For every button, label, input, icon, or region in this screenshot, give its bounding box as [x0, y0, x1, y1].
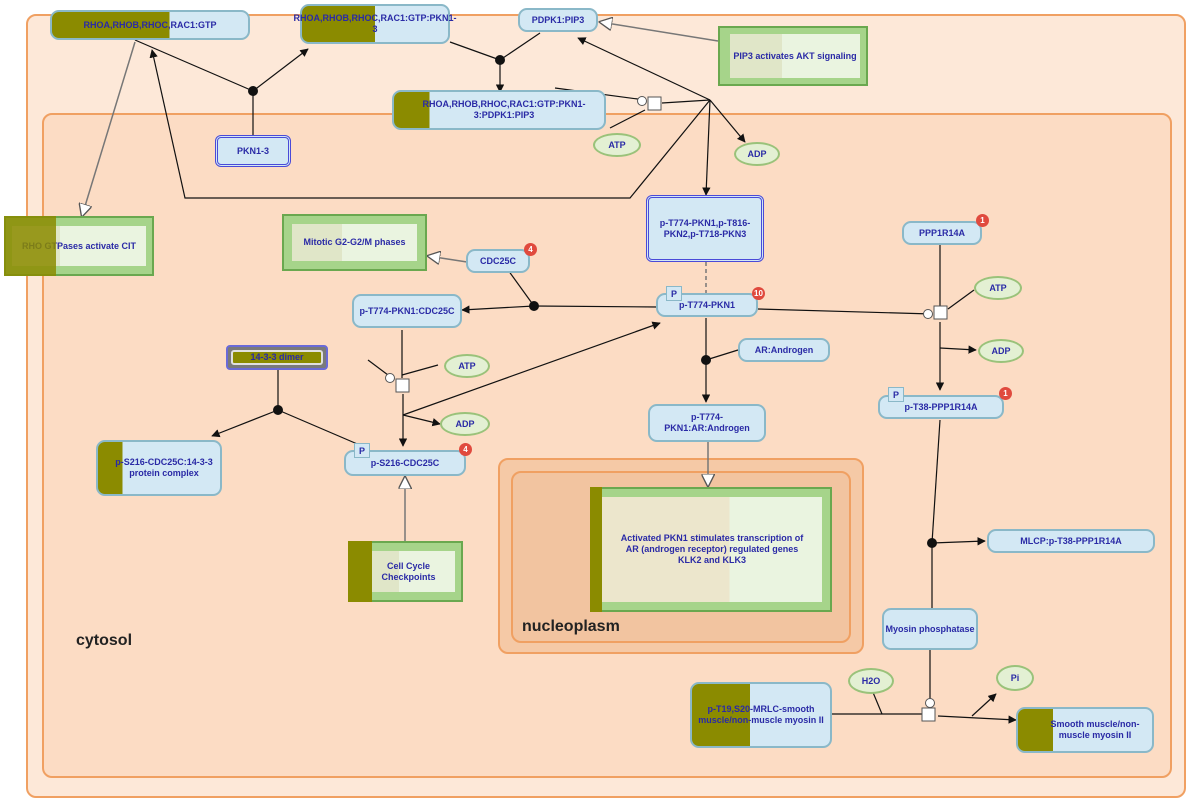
- node-adp2[interactable]: ADP: [440, 412, 490, 436]
- pathway-mitotic-label: Mitotic G2-G2/M phases: [303, 237, 406, 247]
- node-rho-pkn-pdpk-label: RHOA,RHOB,RHOC,RAC1:GTP:PKN1-3:PDPK1:PIP…: [422, 99, 586, 120]
- badge-ppp1r14a: 1: [976, 214, 989, 227]
- node-h2o-label: H2O: [861, 675, 881, 686]
- phospho-pt38: P: [888, 387, 904, 402]
- node-ps216-complex[interactable]: p-S216-CDC25C:14-3-3 protein complex: [96, 440, 222, 496]
- nucleoplasm-label: nucleoplasm: [522, 618, 620, 635]
- pathway-activated-pkn1[interactable]: Activated PKN1 stimulates transcription …: [590, 487, 832, 612]
- node-h2o[interactable]: H2O: [848, 668, 894, 694]
- node-pkn13[interactable]: PKN1-3: [215, 135, 291, 167]
- node-pdpk1[interactable]: PDPK1:PIP3: [518, 8, 598, 32]
- node-myosin-phos-label: Myosin phosphatase: [885, 623, 975, 634]
- node-dimer[interactable]: 14-3-3 dimer: [226, 345, 328, 370]
- node-pkn13-label: PKN1-3: [236, 145, 269, 156]
- pathway-activated-pkn1-stripe: [590, 487, 602, 612]
- node-smooth-label: Smooth muscle/non-muscle myosin II: [1050, 719, 1140, 740]
- pathway-rho-cit-label: RHO GTPases activate CIT: [21, 240, 137, 251]
- node-pt38-label: p-T38-PPP1R14A: [904, 401, 978, 412]
- node-mlcp[interactable]: MLCP:p-T38-PPP1R14A: [987, 529, 1155, 553]
- node-rho-pkn[interactable]: RHOA,RHOB,RHOC,RAC1:GTP:PKN1-3: [294, 4, 457, 44]
- node-adp1[interactable]: ADP: [734, 142, 780, 166]
- node-mrlc[interactable]: p-T19,S20-MRLC-smooth muscle/non-muscle …: [690, 682, 832, 748]
- node-pkn-set-label: p-T774-PKN1,p-T816-PKN2,p-T718-PKN3: [659, 217, 751, 239]
- pathway-pip3[interactable]: PIP3 activates AKT signaling: [718, 26, 868, 86]
- node-ps216-label: p-S216-CDC25C: [370, 457, 440, 468]
- node-rho-pkn-label: RHOA,RHOB,RHOC,RAC1:GTP:PKN1-3: [293, 13, 457, 34]
- pathway-checkpoints-stripe: [348, 541, 372, 602]
- node-rho-gtp-label: RHOA,RHOB,RHOC,RAC1:GTP: [83, 19, 217, 30]
- node-cdc25c[interactable]: CDC25C: [466, 249, 530, 273]
- node-atp1[interactable]: ATP: [593, 133, 641, 157]
- node-pi[interactable]: Pi: [996, 665, 1034, 691]
- node-pkn-ar-label: p-T774-PKN1:AR:Androgen: [664, 412, 750, 433]
- node-ppp1r14a[interactable]: PPP1R14A: [902, 221, 982, 245]
- node-ppp1r14a-label: PPP1R14A: [918, 227, 966, 238]
- node-pkn-ar[interactable]: p-T774-PKN1:AR:Androgen: [648, 404, 766, 442]
- node-atp4-label: ATP: [989, 282, 1007, 293]
- node-rho-pkn-pdpk[interactable]: RHOA,RHOB,RHOC,RAC1:GTP:PKN1-3:PDPK1:PIP…: [392, 90, 606, 130]
- phospho-ps216: P: [354, 443, 370, 458]
- pathway-pip3-label: PIP3 activates AKT signaling: [733, 50, 857, 61]
- node-mrlc-label: p-T19,S20-MRLC-smooth muscle/non-muscle …: [698, 704, 824, 725]
- node-atp4[interactable]: ATP: [974, 276, 1022, 300]
- node-dimer-label: 14-3-3 dimer: [250, 352, 304, 362]
- pathway-mitotic[interactable]: Mitotic G2-G2/M phases: [282, 214, 427, 271]
- badge-cdc25c: 4: [524, 243, 537, 256]
- node-rho-gtp[interactable]: RHOA,RHOB,RHOC,RAC1:GTP: [50, 10, 250, 40]
- phospho-ptpkn1: P: [666, 286, 682, 301]
- node-adp1-label: ADP: [747, 148, 767, 159]
- node-ptpkn-cdc[interactable]: p-T774-PKN1:CDC25C: [352, 294, 462, 328]
- node-adp4[interactable]: ADP: [978, 339, 1024, 363]
- node-adp4-label: ADP: [991, 345, 1011, 356]
- node-pdpk1-label: PDPK1:PIP3: [531, 14, 585, 25]
- pathway-rho-cit-stripe: [4, 216, 56, 276]
- node-adp2-label: ADP: [455, 418, 475, 429]
- node-pkn-set[interactable]: p-T774-PKN1,p-T816-PKN2,p-T718-PKN3: [646, 195, 764, 262]
- node-pi-label: Pi: [1010, 672, 1020, 683]
- node-mlcp-label: MLCP:p-T38-PPP1R14A: [1020, 535, 1122, 546]
- badge-ptpkn1: 10: [752, 287, 765, 300]
- cytosol-label: cytosol: [76, 632, 133, 649]
- node-atp1-label: ATP: [608, 139, 626, 150]
- node-atp2[interactable]: ATP: [444, 354, 490, 378]
- node-cdc25c-label: CDC25C: [479, 255, 516, 266]
- node-atp2-label: ATP: [458, 360, 476, 371]
- node-ptpkn-cdc-label: p-T774-PKN1:CDC25C: [359, 305, 455, 316]
- node-smooth[interactable]: Smooth muscle/non-muscle myosin II: [1016, 707, 1154, 753]
- node-dimer-inner: 14-3-3 dimer: [231, 350, 323, 365]
- node-ar-androgen-label: AR:Androgen: [754, 344, 814, 355]
- pathway-checkpoints-label: Cell Cycle Checkpoints: [381, 560, 436, 582]
- node-ptpkn1-label: p-T774-PKN1: [678, 299, 735, 310]
- node-ps216-complex-label: p-S216-CDC25C:14-3-3 protein complex: [115, 457, 213, 478]
- badge-pt38: 1: [999, 387, 1012, 400]
- node-myosin-phos[interactable]: Myosin phosphatase: [882, 608, 978, 650]
- badge-ps216: 4: [459, 443, 472, 456]
- pathway-activated-pkn1-label: Activated PKN1 stimulates transcription …: [620, 533, 804, 565]
- node-ar-androgen[interactable]: AR:Androgen: [738, 338, 830, 362]
